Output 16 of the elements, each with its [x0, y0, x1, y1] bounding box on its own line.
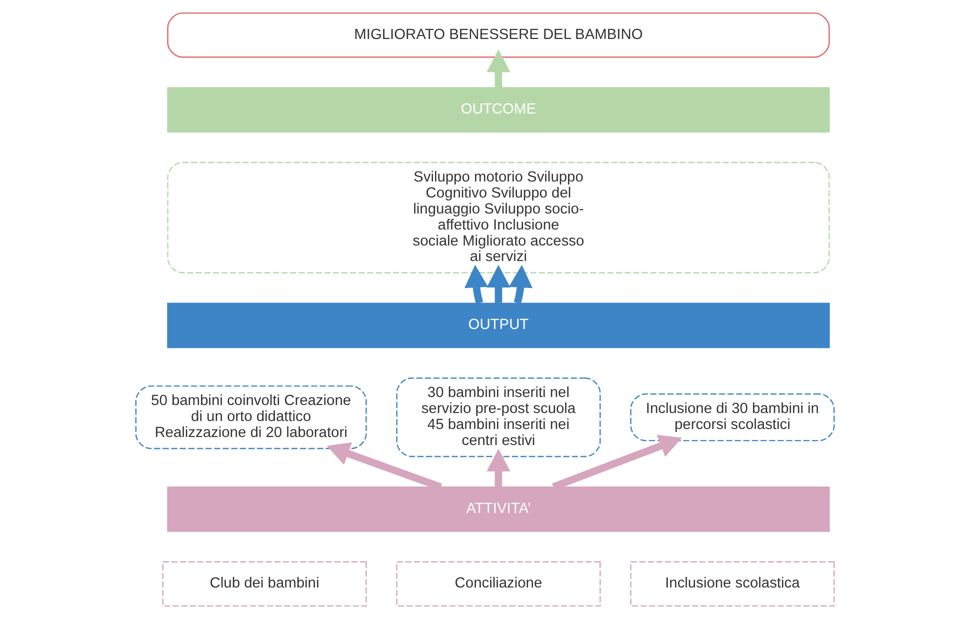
- node-box: Club dei bambini: [162, 561, 367, 607]
- arrow: [486, 264, 510, 303]
- arrow: [486, 50, 510, 88]
- node-box: Inclusione di 30 bambini in percorsi scolastici: [630, 393, 835, 442]
- arrow: [486, 448, 510, 487]
- node-box: 50 bambini coinvolti Creazione di un orto didattico Realizzazione di 20 laboratori: [135, 385, 367, 450]
- node-box: Conciliazione: [396, 561, 601, 607]
- node-box: Inclusione scolastica: [630, 561, 835, 607]
- node-box: Sviluppo motorio Sviluppo Cognitivo Sviluppo del linguaggio Sviluppo socio-affettivo Inclusione sociale Migliorato accesso ai servizi: [167, 162, 830, 274]
- arrow: [508, 264, 533, 304]
- node-box: ATTIVITA’: [167, 486, 830, 532]
- node-box: MIGLIORATO BENESSERE DEL BAMBINO: [167, 12, 830, 58]
- node-box: OUTPUT: [167, 302, 830, 348]
- node-box: OUTCOME: [167, 87, 830, 132]
- node-box: 30 bambini inseriti nel servizio pre-post scuola 45 bambini inseriti nei centri estivi: [396, 377, 601, 458]
- arrow: [464, 264, 488, 304]
